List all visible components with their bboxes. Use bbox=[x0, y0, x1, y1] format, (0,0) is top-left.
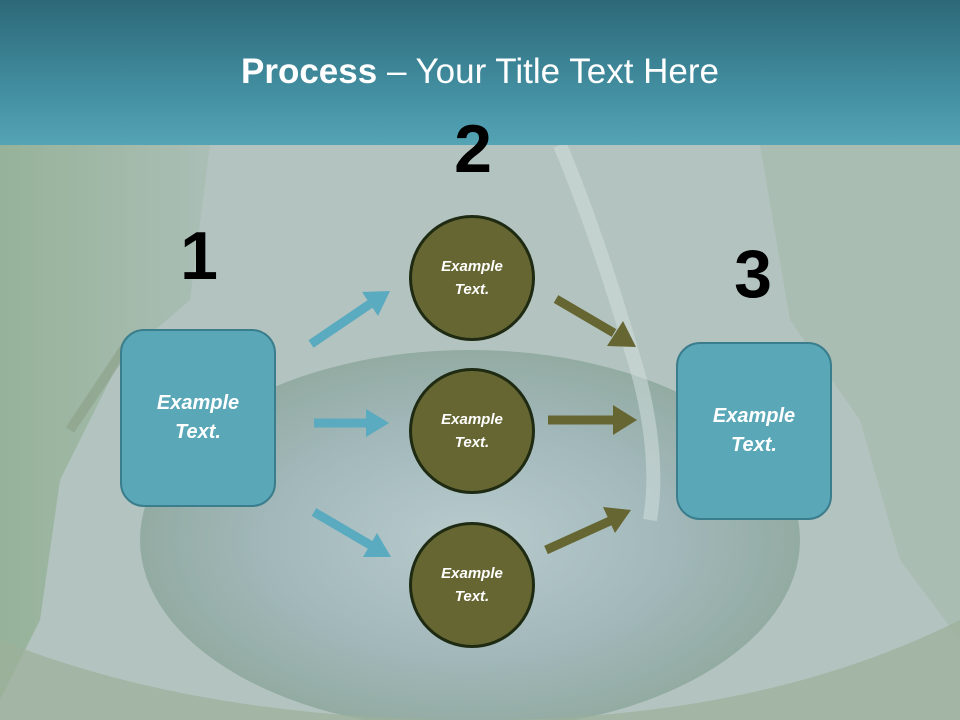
teal-arrow-up bbox=[308, 291, 390, 348]
circle-top-line1: Example bbox=[441, 258, 503, 275]
olive-arrow-up bbox=[544, 507, 631, 555]
olive-arrow-down bbox=[553, 295, 636, 347]
circle-middle-line1: Example bbox=[441, 411, 503, 428]
circle-bottom-line2: Text. bbox=[454, 588, 490, 605]
title-bar bbox=[0, 0, 960, 145]
step-number-3: 3 bbox=[734, 236, 772, 312]
step-number-1: 1 bbox=[180, 218, 218, 294]
circle-top-line2: Text. bbox=[454, 281, 490, 298]
left-step-box-line1: Example bbox=[156, 392, 240, 414]
title-rest: – Your Title Text Here bbox=[377, 52, 719, 91]
circle-middle-line2: Text. bbox=[454, 434, 490, 451]
circle-bottom-line1: Example bbox=[441, 565, 503, 582]
step-number-2: 2 bbox=[454, 111, 492, 187]
olive-arrow-right bbox=[548, 405, 637, 435]
slide-title: Process – Your Title Text Here bbox=[0, 52, 960, 92]
right-step-box-line1: Example bbox=[712, 405, 796, 427]
teal-arrow-right bbox=[314, 409, 389, 437]
title-bold: Process bbox=[241, 52, 378, 91]
left-step-box-line2: Text. bbox=[175, 421, 221, 443]
teal-arrow-down bbox=[311, 508, 391, 557]
right-step-box-line2: Text. bbox=[731, 434, 777, 456]
